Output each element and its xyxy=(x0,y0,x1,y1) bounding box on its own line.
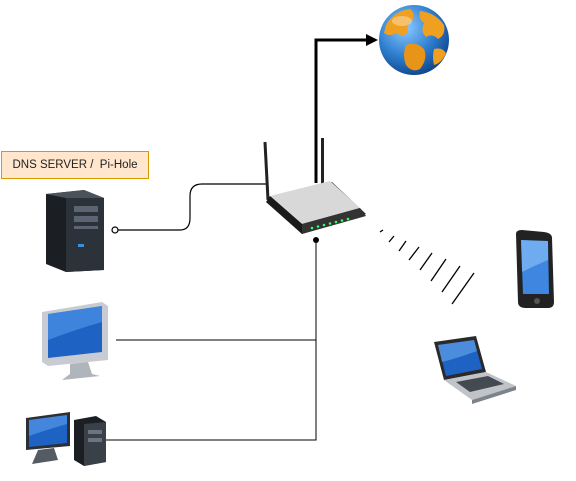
server-tower-icon xyxy=(46,190,104,272)
connection-arrow-head xyxy=(366,34,378,46)
laptop-icon xyxy=(434,336,516,404)
router-icon xyxy=(263,138,366,234)
connection-imac-to-router xyxy=(116,240,317,341)
connection-pc-to-router xyxy=(104,340,317,441)
connection-router-to-internet xyxy=(314,38,372,183)
smartphone-icon xyxy=(516,230,554,308)
desktop-pc-icon xyxy=(26,412,106,466)
imac-icon xyxy=(42,302,108,380)
globe-icon xyxy=(379,5,449,75)
dns-server-label: DNS SERVER / Pi-Hole xyxy=(1,151,149,179)
wireless-signal xyxy=(379,229,475,305)
connection-end-dot xyxy=(313,237,319,243)
connection-start-dot xyxy=(111,226,119,234)
connection-dns-to-router xyxy=(116,183,268,231)
